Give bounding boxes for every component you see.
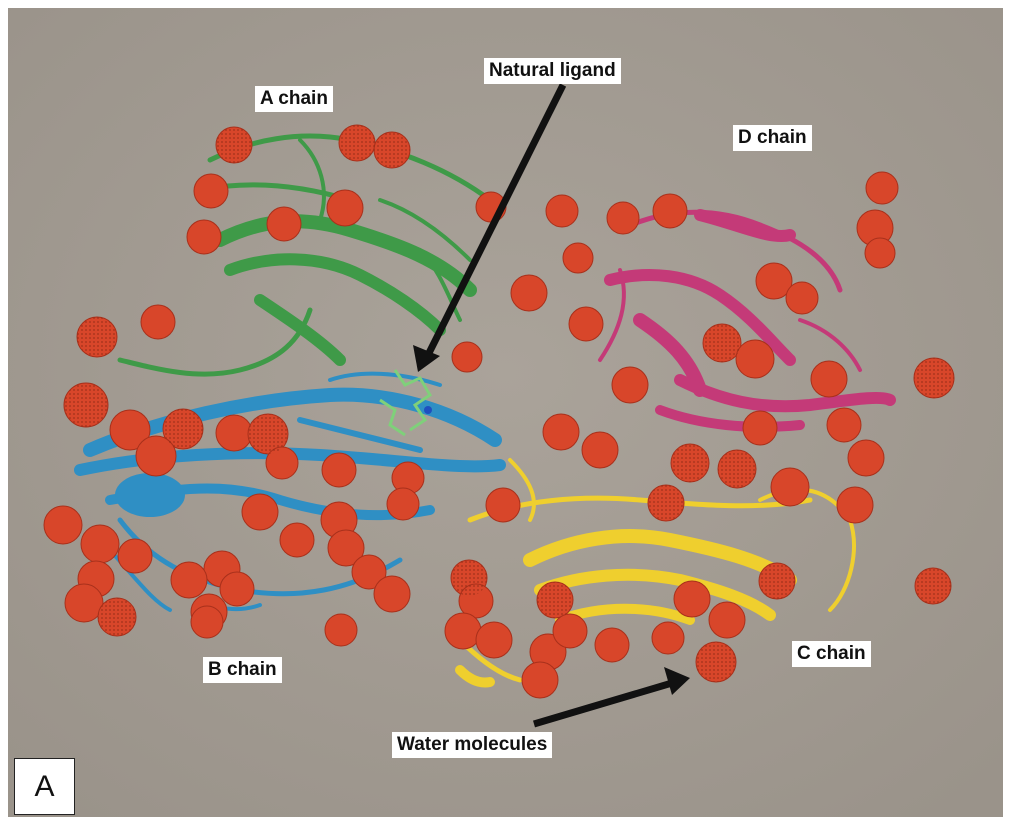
chain-c-label: C chain xyxy=(792,641,871,667)
chain-a-label: A chain xyxy=(255,86,333,112)
chain-d-label: D chain xyxy=(733,125,812,151)
panel-letter: A xyxy=(14,758,75,815)
chain-b-label: B chain xyxy=(203,657,282,683)
water-molecules-label: Water molecules xyxy=(392,732,552,758)
natural-ligand-label: Natural ligand xyxy=(484,58,621,84)
